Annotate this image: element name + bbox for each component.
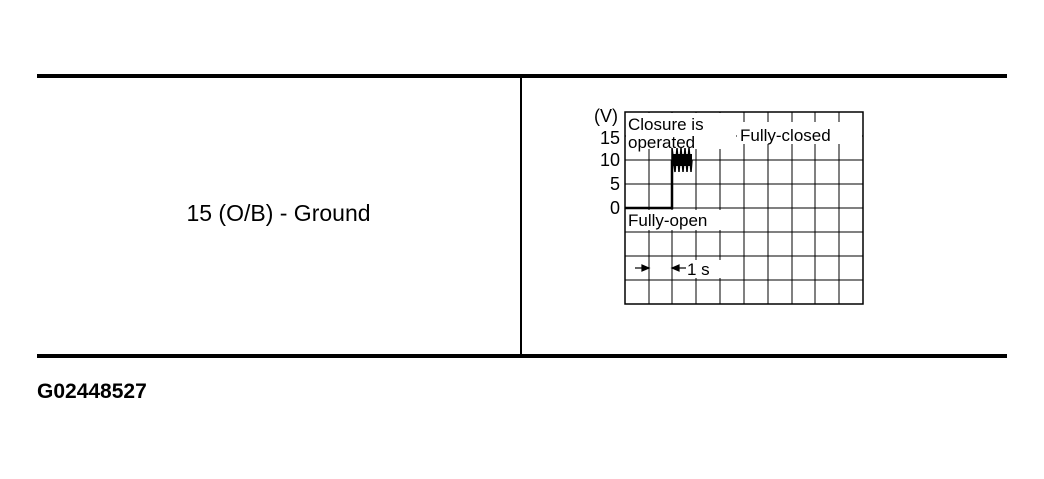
y-tick-15: 15 bbox=[600, 128, 620, 148]
oscilloscope-waveform: (V) 15 10 5 0 Closure is operated Fully-… bbox=[594, 106, 864, 305]
time-scale-arrows bbox=[635, 264, 686, 272]
y-tick-10: 10 bbox=[600, 150, 620, 170]
unit-label: (V) bbox=[594, 106, 618, 126]
y-tick-5: 5 bbox=[610, 174, 620, 194]
waveform-burst bbox=[672, 154, 692, 166]
y-tick-0: 0 bbox=[610, 198, 620, 218]
annotation-fully-closed: Fully-closed bbox=[740, 126, 831, 145]
annotation-closure-line1: Closure is bbox=[628, 115, 704, 134]
annotation-closure-line2: operated bbox=[628, 133, 695, 152]
terminal-label: 15 (O/B) - Ground bbox=[186, 200, 371, 226]
figure-id: G02448527 bbox=[37, 380, 147, 403]
table-column-divider bbox=[520, 77, 522, 355]
annotation-fully-open: Fully-open bbox=[628, 211, 707, 230]
waveform-trace bbox=[625, 160, 674, 210]
table-top-rule bbox=[37, 74, 1007, 78]
table-bottom-rule bbox=[37, 354, 1007, 358]
time-scale-label: 1 s bbox=[687, 260, 710, 279]
